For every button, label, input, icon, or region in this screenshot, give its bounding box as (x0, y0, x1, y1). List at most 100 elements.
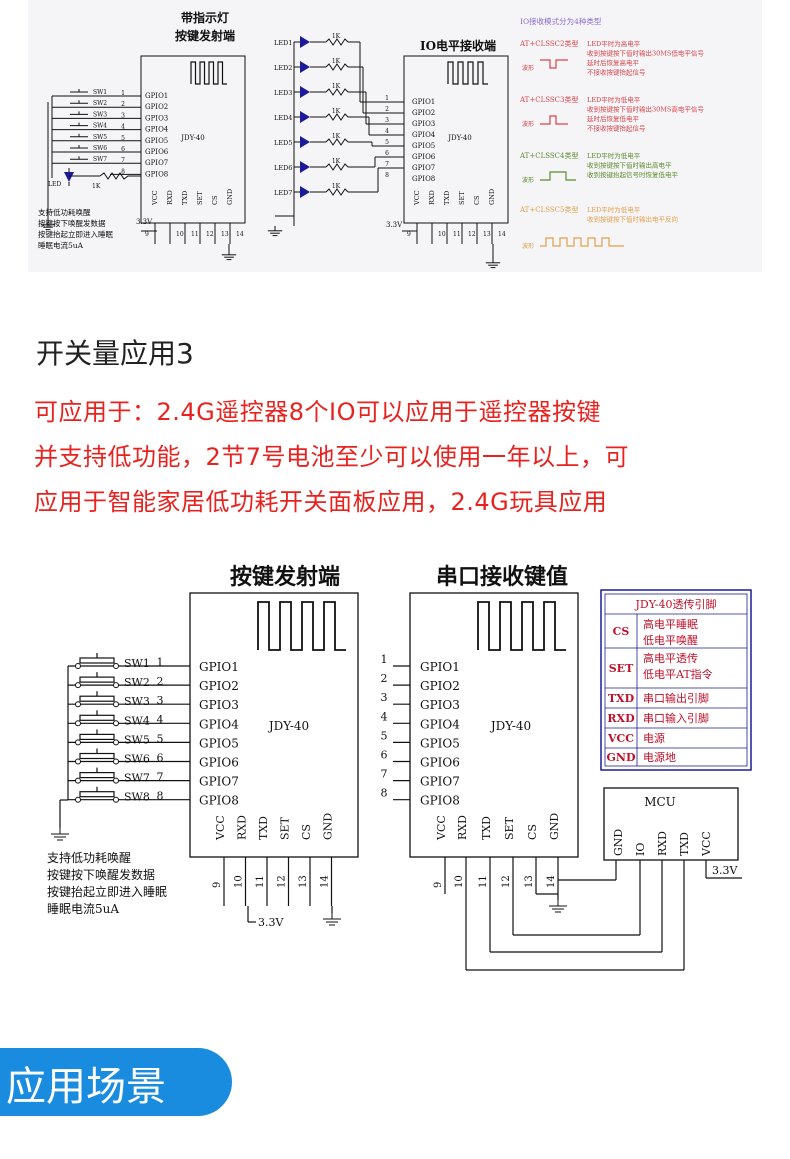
bottom-tx-bottom-pin-label: SET (279, 816, 292, 840)
rx-pin-number: 5 (385, 139, 389, 146)
rx-bottom-pin-label: VCC (413, 190, 421, 206)
bottom-mcu-supply-label: 3.3V (712, 864, 738, 877)
tx-gpio-label: GPIO4 (145, 126, 169, 134)
mode-waveform (540, 115, 568, 125)
tx-bottom-pin-label: TXD (181, 191, 189, 205)
bottom-tx-gpio-label: GPIO4 (199, 717, 239, 731)
bottom-tx-note-line: 按键抬起立即进入睡眠 (47, 884, 167, 899)
rx-led-symbol (300, 186, 310, 198)
tx-resistor (99, 172, 141, 180)
bottom-rx-gpio-label: GPIO4 (420, 717, 460, 731)
bottom-mcu-pin-label: TXD (678, 832, 691, 856)
tx-gpio-label: GPIO7 (145, 159, 168, 167)
tx-bottom-pin-number: 14 (236, 231, 244, 238)
rx-chip-label: JDY-40 (447, 134, 472, 142)
mode-waveform (540, 59, 568, 69)
bottom-rx-pin-number: 5 (381, 729, 388, 742)
rx-resistor-label: 1K (332, 58, 341, 65)
rx-resistor-label: 1K (332, 83, 341, 90)
rx-resistor (325, 38, 349, 46)
bottom-tx-gpio-label: GPIO6 (199, 756, 239, 770)
bottom-tx-switch-contact (75, 701, 81, 708)
rx-led-label: LED6 (274, 164, 292, 172)
mode-line: 延时后恢复低电平 (587, 114, 640, 123)
bottom-rx-pin-number: 1 (381, 653, 388, 666)
mode-wave-label: 波形 (522, 120, 534, 128)
rx-gpio-label: GPIO8 (412, 175, 435, 183)
top-schematic-panel (28, 0, 762, 272)
rx-gpio-label: GPIO2 (412, 109, 435, 117)
tx-gpio-label: GPIO1 (145, 92, 168, 100)
rx-gpio-label: GPIO4 (412, 131, 436, 139)
bottom-pin-table-pin: TXD (608, 692, 635, 705)
bottom-tx-bottom-pin-number: 10 (234, 875, 245, 888)
bottom-mcu-pin-label: RXD (656, 831, 669, 856)
bottom-tx-switch-label: SW6 (124, 753, 150, 766)
bottom-pin-table-box (600, 589, 752, 771)
bottom-tx-gpio-label: GPIO5 (199, 736, 239, 750)
tx-bottom-pin-number: 9 (145, 231, 149, 238)
mode-name: AT+CLSSC5类型 (519, 205, 579, 214)
rx-antenna (447, 61, 488, 85)
bottom-tx-module-box (189, 592, 359, 858)
rx-led-label: LED7 (274, 189, 292, 197)
rx-bottom-pin-number: 13 (483, 231, 491, 238)
bottom-rx-pin-number: 8 (381, 787, 388, 800)
bottom-tx-switch-contact (113, 739, 119, 746)
bottom-pin-table-desc: 低电平AT指令 (643, 667, 713, 681)
bottom-pin-table-pin: GND (607, 751, 636, 764)
bottom-rx-chip-label: JDY-40 (489, 719, 531, 733)
bottom-tx-switch-label: SW7 (124, 772, 150, 785)
tx-pin-number: 3 (121, 112, 125, 119)
tx-gpio-label: GPIO3 (145, 114, 168, 122)
bottom-pin-table-desc: 串口输出引脚 (643, 691, 709, 705)
section-title: 开关量应用3 (36, 337, 194, 370)
rx-resistor (325, 88, 349, 96)
mode-name: AT+CLSSC3类型 (519, 95, 579, 104)
bottom-tx-gpio-label: GPIO1 (199, 660, 239, 674)
rx-resistor-label: 1K (332, 133, 341, 140)
bottom-tx-switch-plunger (79, 695, 115, 702)
mode-line: 收到按键抬起信号时恢复低电平 (587, 170, 679, 179)
bottom-tx-switch-plunger (79, 733, 115, 741)
bottom-tx-bottom-pin-number: 14 (320, 875, 331, 888)
bottom-rx-pin-number: 2 (381, 672, 388, 685)
bottom-tx-title: 按键发射端 (230, 564, 340, 590)
rx-gpio-label: GPIO1 (412, 98, 435, 106)
bottom-mcu-pin-label: IO (634, 843, 647, 856)
rx-pin-number: 2 (385, 106, 389, 113)
bottom-tx-bottom-pin-number: 13 (298, 875, 309, 888)
bottom-rx-bottom-pin-number: 11 (478, 875, 489, 888)
rx-resistor (325, 63, 349, 71)
bottom-tx-bottom-pin-label: TXD (257, 816, 270, 840)
bottom-tx-pin-number: 7 (157, 771, 164, 784)
bottom-tx-switch-label: SW2 (124, 676, 150, 689)
tx-switch-label: SW6 (93, 145, 107, 152)
bottom-mcu-label: MCU (644, 795, 676, 809)
tx-pin-number: 1 (121, 90, 125, 97)
bottom-rx-title: 串口接收键值 (436, 564, 568, 590)
description-line-1: 可应用于：2.4G遥控器8个IO可以应用于遥控器按键 (34, 398, 602, 426)
tx-pin-number: 7 (121, 157, 125, 164)
bottom-rx-bottom-pin-number: 9 (433, 882, 444, 888)
tx-switch-label: SW3 (93, 111, 107, 118)
rx-resistor-label: 1K (332, 33, 341, 40)
rx-led-symbol (300, 61, 310, 73)
rx-pin-number: 4 (385, 128, 389, 135)
bottom-tx-switch-contact (75, 796, 81, 803)
bottom-tx-switch-contact (75, 720, 81, 727)
rx-bottom-pin-label: RXD (428, 190, 436, 205)
bottom-rx-pin-number: 6 (381, 749, 388, 762)
bottom-tx-antenna (257, 601, 346, 651)
bottom-rx-gpio-label: GPIO3 (420, 698, 460, 712)
tx-title-line-1: 带指示灯 (181, 10, 229, 25)
rx-resistor-label: 1K (332, 158, 341, 165)
tx-switch-label: SW4 (93, 123, 107, 130)
tx-chip-label: JDY-40 (180, 134, 205, 142)
bottom-pin-table-pin: VCC (607, 732, 634, 745)
tx-bottom-pin-label: GND (226, 189, 234, 205)
bottom-tx-bottom-pin-label: GND (322, 813, 335, 840)
scene-label: 应用场景 (6, 1064, 166, 1110)
top-schematic: 带指示灯按键发射端JDY-40GPIO11SW1GPIO22SW2GPIO33S… (38, 10, 704, 269)
rx-bottom-pin-number: 9 (407, 231, 411, 238)
